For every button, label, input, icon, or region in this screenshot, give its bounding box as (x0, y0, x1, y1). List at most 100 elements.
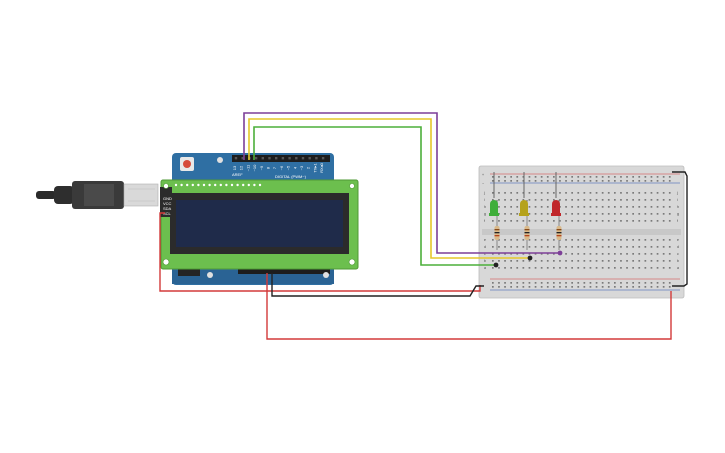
bb-hole[interactable] (595, 176, 598, 178)
bb-hole[interactable] (644, 253, 647, 255)
bb-hole[interactable] (595, 239, 598, 241)
bb-hole[interactable] (577, 199, 580, 201)
bb-hole[interactable] (650, 282, 653, 284)
bb-hole[interactable] (516, 253, 519, 255)
bb-hole[interactable] (650, 220, 653, 222)
bb-hole[interactable] (668, 180, 671, 182)
bb-hole[interactable] (498, 260, 500, 262)
bb-hole[interactable] (589, 286, 592, 288)
bb-hole[interactable] (638, 253, 641, 255)
bb-hole[interactable] (662, 220, 665, 222)
bb-hole[interactable] (534, 206, 537, 208)
bb-hole[interactable] (577, 246, 580, 248)
bb-hole[interactable] (662, 286, 665, 288)
bb-hole[interactable] (601, 192, 604, 194)
bb-hole[interactable] (528, 260, 531, 262)
bb-hole[interactable] (510, 260, 512, 262)
bb-hole[interactable] (595, 246, 598, 248)
bb-hole[interactable] (662, 267, 665, 269)
bb-hole[interactable] (516, 239, 519, 241)
bb-hole[interactable] (498, 286, 500, 288)
bb-hole[interactable] (668, 267, 671, 269)
bb-hole[interactable] (638, 239, 641, 241)
bb-hole[interactable] (504, 267, 506, 269)
bb-hole[interactable] (601, 282, 604, 284)
bb-hole[interactable] (577, 253, 580, 255)
bb-hole[interactable] (559, 220, 561, 222)
bb-hole[interactable] (589, 246, 592, 248)
bb-hole[interactable] (632, 253, 634, 255)
header-pin[interactable] (261, 157, 264, 160)
bb-hole[interactable] (644, 192, 647, 194)
bb-hole[interactable] (553, 253, 555, 255)
header-pin[interactable] (295, 157, 298, 160)
bb-hole[interactable] (650, 192, 653, 194)
bb-hole[interactable] (638, 176, 641, 178)
wire-red-gnd[interactable] (159, 212, 481, 292)
bb-hole[interactable] (510, 253, 512, 255)
bb-hole[interactable] (614, 213, 616, 215)
wire-green[interactable] (253, 126, 496, 266)
bb-hole[interactable] (632, 260, 634, 262)
bb-hole[interactable] (614, 176, 616, 178)
bb-hole[interactable] (565, 192, 567, 194)
bb-hole[interactable] (565, 176, 567, 178)
bb-hole[interactable] (601, 239, 604, 241)
bb-hole[interactable] (620, 206, 622, 208)
bb-hole[interactable] (546, 213, 549, 215)
header-pin[interactable] (301, 157, 305, 160)
bb-hole[interactable] (546, 206, 549, 208)
bb-hole[interactable] (534, 213, 537, 215)
bb-hole[interactable] (571, 267, 573, 269)
bb-hole[interactable] (662, 206, 665, 208)
bb-hole[interactable] (492, 176, 494, 178)
bb-hole[interactable] (632, 180, 634, 182)
bb-hole[interactable] (528, 282, 531, 284)
bb-hole[interactable] (565, 199, 567, 201)
bb-hole[interactable] (662, 199, 665, 201)
bb-hole[interactable] (528, 206, 531, 208)
wire-red-rail[interactable] (266, 273, 672, 340)
bb-hole[interactable] (620, 220, 622, 222)
bb-hole[interactable] (571, 176, 573, 178)
bb-hole[interactable] (662, 282, 665, 284)
bb-hole[interactable] (632, 282, 634, 284)
bb-hole[interactable] (595, 286, 598, 288)
digital-header[interactable] (232, 155, 330, 162)
usb-cable[interactable] (36, 181, 159, 209)
bb-hole[interactable] (565, 220, 567, 222)
bb-hole[interactable] (516, 199, 519, 201)
bb-hole[interactable] (516, 206, 519, 208)
bb-hole[interactable] (546, 239, 549, 241)
bb-hole[interactable] (528, 176, 531, 178)
bb-hole[interactable] (583, 239, 586, 241)
bb-hole[interactable] (601, 176, 604, 178)
bb-hole[interactable] (498, 176, 500, 178)
bb-hole[interactable] (534, 192, 537, 194)
header-pin[interactable] (241, 157, 244, 160)
bb-hole[interactable] (620, 260, 622, 262)
bb-hole[interactable] (534, 246, 537, 248)
bb-hole[interactable] (607, 206, 610, 208)
bb-hole[interactable] (644, 199, 647, 201)
bb-hole[interactable] (540, 282, 543, 284)
bb-hole[interactable] (620, 176, 622, 178)
bb-hole[interactable] (553, 199, 555, 201)
bb-hole[interactable] (626, 267, 628, 269)
bb-hole[interactable] (614, 282, 616, 284)
bb-hole[interactable] (559, 267, 561, 269)
bb-hole[interactable] (492, 192, 494, 194)
bb-hole[interactable] (540, 180, 543, 182)
bb-hole[interactable] (601, 220, 604, 222)
bb-hole[interactable] (668, 246, 671, 248)
resistor[interactable] (556, 216, 562, 250)
bb-hole[interactable] (504, 199, 506, 201)
bb-hole[interactable] (522, 192, 525, 194)
bb-hole[interactable] (577, 267, 580, 269)
bb-hole[interactable] (595, 282, 598, 284)
bb-hole[interactable] (607, 246, 610, 248)
bb-hole[interactable] (504, 253, 506, 255)
bb-hole[interactable] (614, 267, 616, 269)
bb-hole[interactable] (534, 176, 537, 178)
bb-hole[interactable] (534, 260, 537, 262)
